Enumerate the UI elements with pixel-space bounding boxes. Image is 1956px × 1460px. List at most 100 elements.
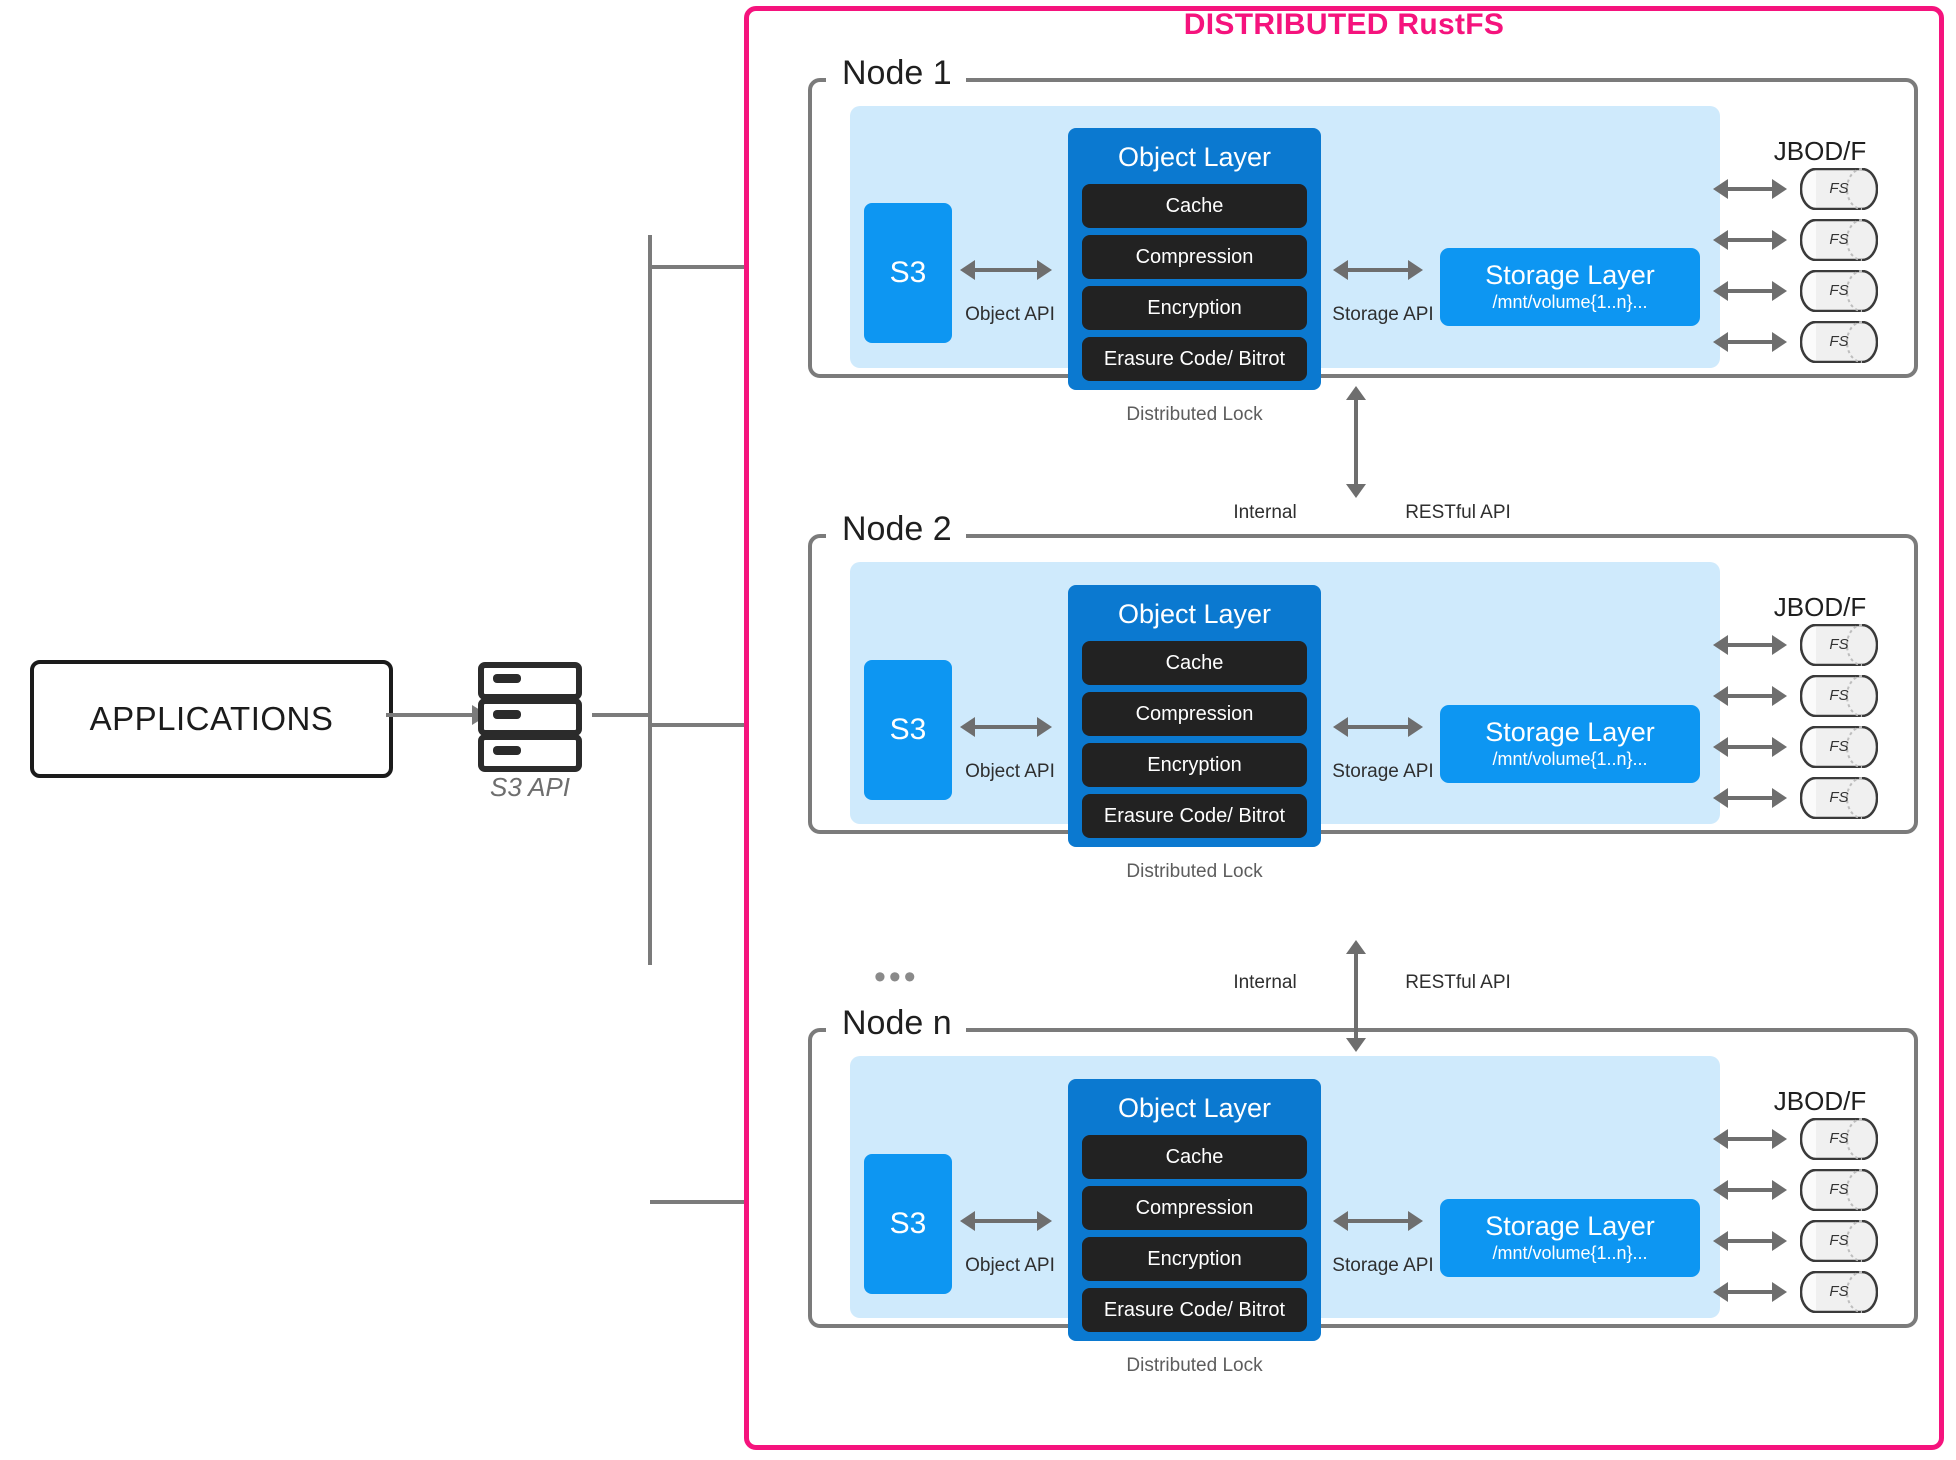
node-2-object-row-encryption: Encryption	[1082, 743, 1307, 787]
distributed-rustfs-title: DISTRIBUTED RustFS	[1183, 8, 1505, 41]
bus-trunk	[648, 235, 652, 965]
node-2-object-row-cache: Cache	[1082, 641, 1307, 685]
node-3-disk-2: FS	[1800, 1169, 1878, 1211]
node-1-disk-3: FS	[1800, 270, 1878, 312]
disk-label: FS	[1829, 789, 1849, 806]
node-n-label: Node n	[828, 1006, 966, 1040]
node-n-distributed-lock-label: Distributed Lock	[1126, 1355, 1263, 1376]
node-2-disk-arrow-1	[1713, 635, 1787, 655]
node-2-storage-title: Storage Layer	[1485, 716, 1655, 747]
server-led-1	[493, 674, 521, 683]
node-3-disk-4: FS	[1800, 1271, 1878, 1313]
disk-label: FS	[1829, 333, 1849, 350]
node-2-jbod-title: JBOD/F	[1773, 592, 1867, 622]
node-n-s3-label: S3	[889, 1207, 927, 1240]
node-2-storage-api-label: Storage API	[1332, 761, 1434, 782]
server-led-3	[493, 746, 521, 755]
bus-branch-noden	[650, 1200, 805, 1204]
node-2-s3-label: S3	[889, 713, 927, 746]
node-2-object-api-arrow	[960, 717, 1052, 737]
node-n-s3-box: S3	[864, 1154, 952, 1294]
disk-label: FS	[1829, 738, 1849, 755]
node-2-object-layer-title: Object Layer	[1117, 599, 1272, 629]
node-2-object-layer: Object Layer Cache Compression Encryptio…	[1068, 585, 1321, 847]
disk-label: FS	[1829, 1232, 1849, 1249]
internode-internal-label-1: Internal	[1233, 502, 1297, 523]
disk-label: FS	[1829, 231, 1849, 248]
node-1-disk-arrow-2	[1713, 230, 1787, 250]
node-2-object-api-label: Object API	[965, 761, 1055, 782]
node-2-label: Node 2	[828, 512, 966, 546]
node-n-jbod-title: JBOD/F	[1773, 1086, 1867, 1116]
disk-label: FS	[1829, 180, 1849, 197]
internode-arrow-1-2	[1346, 386, 1366, 498]
node-1-object-row-encryption: Encryption	[1082, 286, 1307, 330]
disk-label: FS	[1829, 687, 1849, 704]
node-2-s3-box: S3	[864, 660, 952, 800]
node-1-object-layer: Object Layer Cache Compression Encryptio…	[1068, 128, 1321, 390]
bus-feed	[592, 713, 652, 717]
node-3-disk-arrow-2	[1713, 1180, 1787, 1200]
node-n-storage-subtitle: /mnt/volume{1..n}...	[1492, 1242, 1648, 1263]
node-1-distributed-lock-label: Distributed Lock	[1126, 404, 1263, 425]
node-2-disk-3: FS	[1800, 726, 1878, 768]
disk-label: FS	[1829, 1283, 1849, 1300]
node-n-object-api-label: Object API	[965, 1255, 1055, 1276]
node-2-storage-layer: Storage Layer /mnt/volume{1..n}...	[1440, 705, 1700, 783]
node-3-disk-1: FS	[1800, 1118, 1878, 1160]
node-1-disk-2: FS	[1800, 219, 1878, 261]
internode-internal-label-2: Internal	[1233, 972, 1297, 993]
node-3-disk-arrow-3	[1713, 1231, 1787, 1251]
node-1-storage-subtitle: /mnt/volume{1..n}...	[1492, 291, 1648, 312]
node-2-storage-subtitle: /mnt/volume{1..n}...	[1492, 748, 1648, 769]
node-n-object-row-cache: Cache	[1082, 1135, 1307, 1179]
node-n-object-row-erasure: Erasure Code/ Bitrot	[1082, 1288, 1307, 1332]
node-1-storage-layer: Storage Layer /mnt/volume{1..n}...	[1440, 248, 1700, 326]
node-1-object-row-cache: Cache	[1082, 184, 1307, 228]
disk-label: FS	[1829, 282, 1849, 299]
node-1-storage-api-label: Storage API	[1332, 304, 1434, 325]
nodes-ellipsis: •••	[874, 958, 919, 996]
applications-to-api-arrow-line	[386, 713, 478, 717]
server-unit-3	[478, 734, 582, 772]
node-1-object-row-erasure: Erasure Code/ Bitrot	[1082, 337, 1307, 381]
node-1-object-api-label: Object API	[965, 304, 1055, 325]
bus-branch-node1	[650, 265, 805, 269]
node-1-s3-box: S3	[864, 203, 952, 343]
node-1-label: Node 1	[828, 56, 966, 90]
node-2-disk-2: FS	[1800, 675, 1878, 717]
node-1-disk-arrow-1	[1713, 179, 1787, 199]
server-unit-1	[478, 662, 582, 700]
node-1-disk-1: FS	[1800, 168, 1878, 210]
node-n-storage-title: Storage Layer	[1485, 1210, 1655, 1241]
node-2-storage-api-arrow	[1333, 717, 1423, 737]
s3-api-server-icon	[478, 662, 582, 772]
disk-label: FS	[1829, 636, 1849, 653]
applications-box: APPLICATIONS	[30, 660, 393, 778]
node-2-distributed-lock-label: Distributed Lock	[1126, 861, 1263, 882]
internode-restful-label-1: RESTful API	[1405, 502, 1511, 523]
node-1-storage-api-arrow	[1333, 260, 1423, 280]
node-1-object-row-compression: Compression	[1082, 235, 1307, 279]
node-1-object-api-arrow	[960, 260, 1052, 280]
node-n-object-api-arrow	[960, 1211, 1052, 1231]
node-3-disk-3: FS	[1800, 1220, 1878, 1262]
applications-label: APPLICATIONS	[89, 700, 334, 737]
node-1-object-layer-title: Object Layer	[1117, 142, 1272, 172]
s3-api-caption: S3 API	[490, 772, 570, 802]
node-n-object-layer: Object Layer Cache Compression Encryptio…	[1068, 1079, 1321, 1341]
disk-label: FS	[1829, 1181, 1849, 1198]
node-2-disk-arrow-2	[1713, 686, 1787, 706]
node-n-object-row-encryption: Encryption	[1082, 1237, 1307, 1281]
node-n-object-row-compression: Compression	[1082, 1186, 1307, 1230]
node-2-disk-4: FS	[1800, 777, 1878, 819]
internode-restful-label-2: RESTful API	[1405, 972, 1511, 993]
node-n-storage-api-label: Storage API	[1332, 1255, 1434, 1276]
node-2-disk-1: FS	[1800, 624, 1878, 666]
node-3-disk-arrow-4	[1713, 1282, 1787, 1302]
node-n-storage-api-arrow	[1333, 1211, 1423, 1231]
node-2-object-row-erasure: Erasure Code/ Bitrot	[1082, 794, 1307, 838]
node-1-disk-4: FS	[1800, 321, 1878, 363]
node-3-disk-arrow-1	[1713, 1129, 1787, 1149]
node-1-jbod-title: JBOD/F	[1773, 136, 1867, 166]
